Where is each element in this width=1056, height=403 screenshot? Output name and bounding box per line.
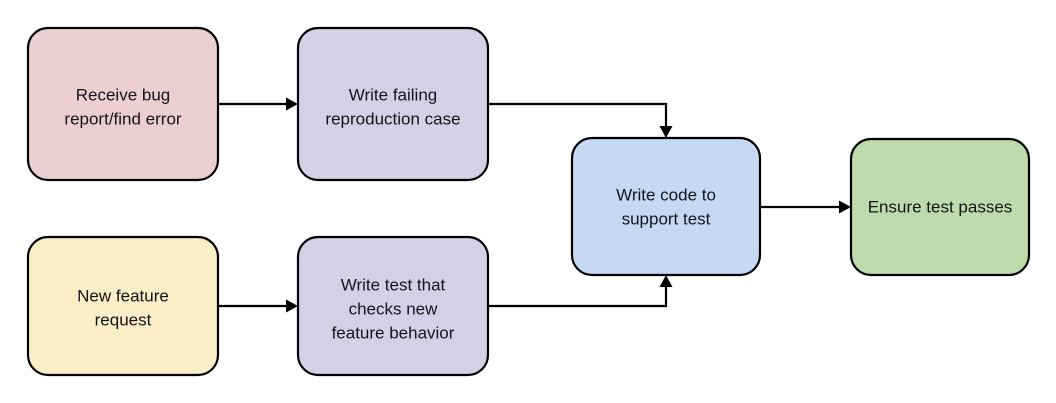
node-write-test-checks-new-feature-label-line-2: checks new	[349, 299, 439, 318]
edge-layer	[218, 97, 851, 313]
edge-repro-to-code	[488, 102, 673, 138]
node-receive-bug-report-label-line-1: Receive bug	[76, 85, 171, 104]
edge-feature-to-test-arrowhead	[286, 299, 298, 313]
node-ensure-test-passes[interactable]: Ensure test passes	[849, 137, 1031, 277]
node-write-code-to-support-test-label-line-1: Write code to	[616, 185, 716, 204]
edge-bug-to-repro	[218, 97, 298, 111]
edge-repro-to-code-arrowhead	[659, 126, 673, 138]
node-receive-bug-report[interactable]: Receive bug report/find error	[26, 26, 220, 182]
edge-bug-to-repro-arrowhead	[286, 97, 298, 111]
node-write-test-checks-new-feature-label-line-1: Write test that	[341, 275, 446, 294]
node-receive-bug-report-shape[interactable]	[26, 26, 220, 182]
node-new-feature-request-shape[interactable]	[26, 235, 220, 377]
edge-code-to-ensure-arrowhead	[839, 200, 851, 214]
node-ensure-test-passes-label-line-1: Ensure test passes	[868, 197, 1013, 216]
node-write-code-to-support-test-label-line-2: support test	[622, 209, 711, 228]
node-write-failing-reproduction-case[interactable]: Write failing reproduction case	[296, 26, 490, 182]
node-write-test-checks-new-feature-shape[interactable]	[296, 235, 490, 377]
node-write-failing-reproduction-case-shape[interactable]	[296, 26, 490, 182]
node-new-feature-request-label-line-1: New feature	[77, 286, 169, 305]
node-receive-bug-report-label-line-2: report/find error	[64, 109, 181, 128]
node-write-test-checks-new-feature[interactable]: Write test that checks new feature behav…	[296, 235, 490, 377]
node-layer: Receive bug report/find error Write fail…	[26, 26, 1031, 377]
node-write-test-checks-new-feature-label-line-3: feature behavior	[332, 323, 455, 342]
node-write-code-to-support-test-shape[interactable]	[570, 136, 762, 277]
node-write-failing-reproduction-case-label-line-1: Write failing	[349, 85, 438, 104]
edge-test-to-code-arrowhead	[659, 275, 673, 287]
node-write-code-to-support-test[interactable]: Write code to support test	[570, 136, 762, 277]
edge-test-to-code-line	[488, 286, 668, 308]
node-write-failing-reproduction-case-label-line-2: reproduction case	[325, 109, 460, 128]
node-ensure-test-passes-shape[interactable]	[849, 137, 1031, 277]
edge-code-to-ensure	[760, 200, 851, 214]
edge-test-to-code	[488, 275, 673, 308]
node-new-feature-request[interactable]: New feature request	[26, 235, 220, 377]
edge-repro-to-code-line	[488, 102, 668, 127]
edge-feature-to-test	[218, 299, 298, 313]
node-new-feature-request-label-line-2: request	[95, 310, 152, 329]
